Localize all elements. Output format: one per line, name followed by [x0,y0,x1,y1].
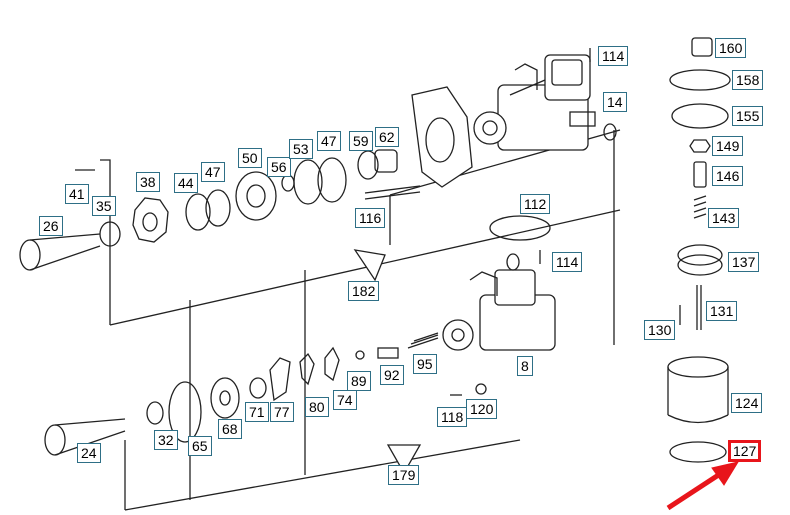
callout-95[interactable]: 95 [413,354,437,374]
triangle-179-drawing [386,444,422,475]
callout-149[interactable]: 149 [712,136,744,156]
callout-124[interactable]: 124 [731,393,763,413]
pump-14-drawing [473,54,596,151]
callout-112[interactable]: 112 [520,194,551,214]
callout-50[interactable]: 50 [238,148,262,168]
callout-137[interactable]: 137 [728,252,760,272]
callout-160[interactable]: 160 [715,38,747,58]
callout-35[interactable]: 35 [92,196,116,216]
triangle-182-drawing [353,249,386,282]
shaft-26-drawing [19,221,121,271]
callout-71[interactable]: 71 [245,402,269,422]
callout-127-highlighted[interactable]: 127 [728,440,762,462]
callout-77[interactable]: 77 [270,402,294,422]
callout-8[interactable]: 8 [517,356,533,376]
pump-8-drawing [442,253,556,351]
callout-114-lower[interactable]: 114 [552,252,583,272]
callout-155[interactable]: 155 [732,106,764,126]
callout-65[interactable]: 65 [188,436,212,456]
callout-92[interactable]: 92 [380,365,404,385]
callout-24[interactable]: 24 [77,443,101,463]
callout-14[interactable]: 14 [603,92,627,112]
leader-lines [100,159,111,325]
flange-plate-drawing [411,86,473,188]
callout-179[interactable]: 179 [388,465,420,485]
callout-74[interactable]: 74 [333,390,357,410]
callout-44[interactable]: 44 [174,173,198,193]
callout-120[interactable]: 120 [466,399,498,419]
callout-41[interactable]: 41 [65,184,89,204]
callout-47-left[interactable]: 47 [201,162,225,182]
pointer-arrow [666,461,740,511]
callout-131[interactable]: 131 [706,301,738,321]
callout-114[interactable]: 114 [598,46,629,66]
callout-26[interactable]: 26 [39,216,63,236]
shaft-24-drawing [44,401,164,456]
callout-116[interactable]: 116 [355,208,386,228]
callout-38[interactable]: 38 [136,172,160,192]
callout-32[interactable]: 32 [154,430,178,450]
callout-59[interactable]: 59 [349,131,373,151]
callout-80[interactable]: 80 [305,397,329,417]
callout-143[interactable]: 143 [708,208,740,228]
callout-130[interactable]: 130 [644,320,676,340]
callout-53[interactable]: 53 [289,139,313,159]
gear-38-drawing [132,197,169,243]
callout-62[interactable]: 62 [375,127,399,147]
callout-182[interactable]: 182 [348,281,380,301]
callout-89[interactable]: 89 [347,371,371,391]
callout-68[interactable]: 68 [218,419,242,439]
callout-146[interactable]: 146 [712,166,744,186]
callout-118[interactable]: 118 [437,407,468,427]
callout-47-right[interactable]: 47 [317,131,341,151]
callout-158[interactable]: 158 [732,70,764,90]
callout-56[interactable]: 56 [267,157,291,177]
